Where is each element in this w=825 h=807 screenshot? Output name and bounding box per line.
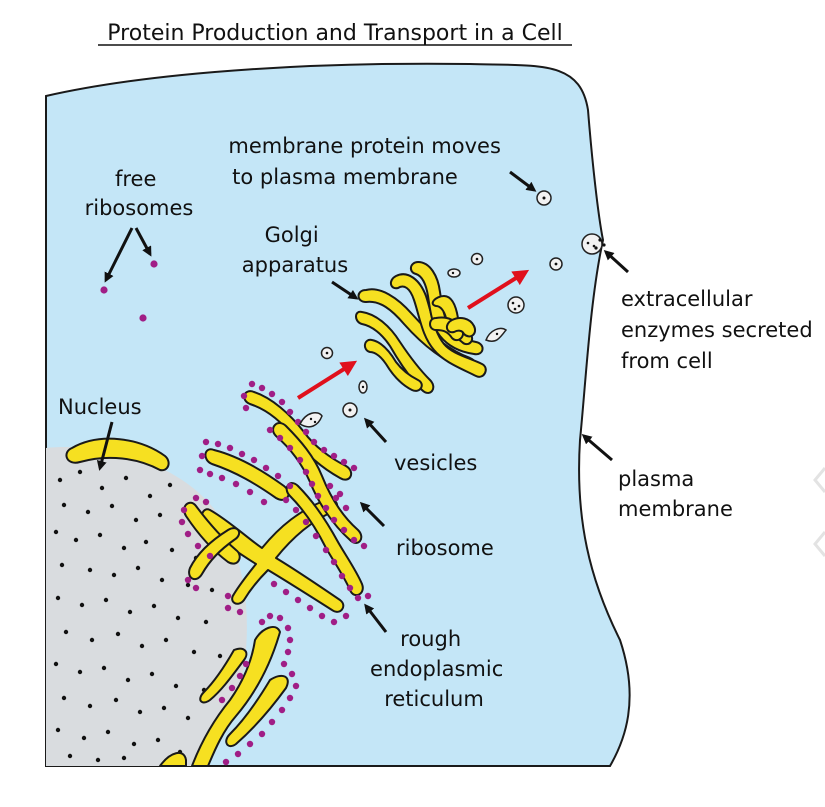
- ribosomes-bound: [178, 380, 372, 766]
- label-rough-er: rough endoplasmic reticulum: [370, 627, 510, 711]
- label-extracellular-enzymes: extracellular enzymes secreted from cell: [621, 287, 819, 373]
- diagram-title: Protein Production and Transport in a Ce…: [107, 21, 562, 46]
- transport-arrow-golgi-to-membrane: [466, 269, 530, 310]
- label-arrows: [96, 170, 630, 633]
- er-lower: [159, 625, 289, 766]
- nuclear-envelope-segment: [65, 437, 170, 472]
- vesicles: [299, 190, 603, 428]
- chevron-left-icon[interactable]: [813, 531, 825, 557]
- label-ribosome: ribosome: [396, 536, 494, 560]
- secreted-enzymes: [594, 238, 606, 250]
- label-plasma-membrane: plasma membrane: [618, 467, 733, 521]
- chevron-left-icon[interactable]: [813, 467, 825, 493]
- label-free-ribosomes: free ribosomes: [85, 167, 194, 220]
- label-nucleus: Nucleus: [58, 395, 142, 419]
- transport-arrow-er-to-golgi: [296, 360, 358, 400]
- label-golgi-apparatus: Golgi apparatus: [242, 223, 348, 277]
- label-membrane-protein: membrane protein moves to plasma membran…: [228, 134, 507, 189]
- golgi-apparatus: [355, 261, 487, 394]
- free-ribosomes: [100, 260, 158, 322]
- label-vesicles: vesicles: [394, 451, 477, 475]
